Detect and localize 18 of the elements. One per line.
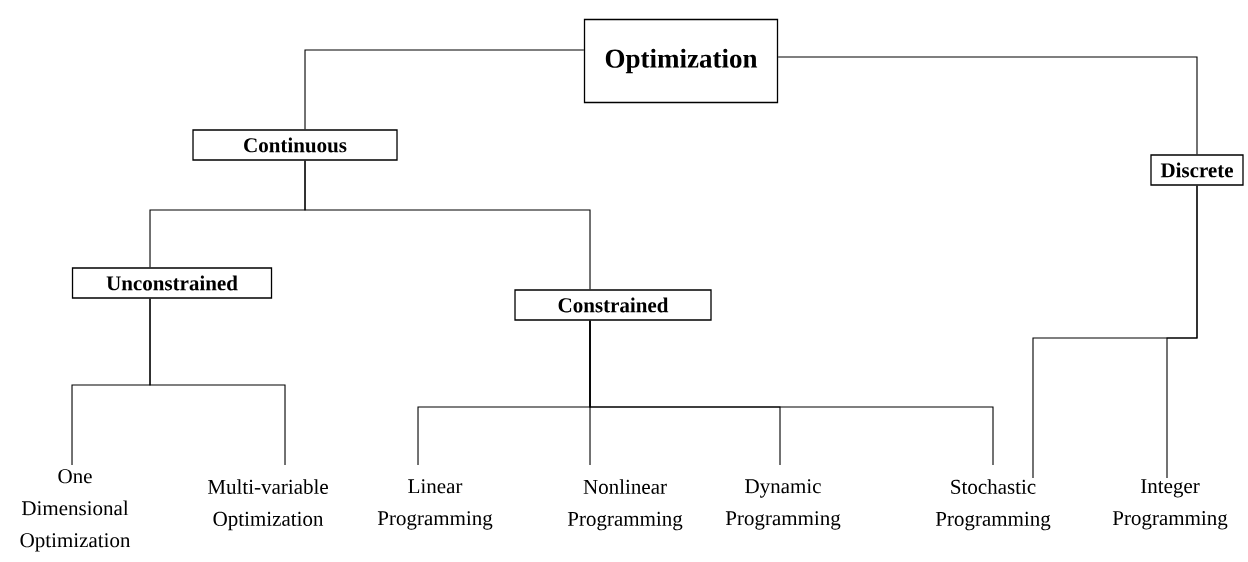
- method-label: Dynamic Programming: [725, 479, 841, 530]
- method-label: Stochastic Programming: [935, 479, 1051, 531]
- method-label: One Dimensional Optimization: [20, 469, 131, 552]
- connector-line: [149, 298, 286, 466]
- connector-line: [304, 49, 585, 130]
- method-label: Nonlinear Programming: [567, 479, 683, 531]
- category-box: Optimization: [583, 18, 779, 104]
- connector-line: [589, 320, 994, 466]
- connector-line: [777, 56, 1198, 155]
- method-label: Linear Programming: [377, 479, 493, 530]
- category-box: Unconstrained: [71, 267, 273, 299]
- method-label: Integer Programming: [1112, 479, 1228, 530]
- category-box: Discrete: [1150, 154, 1244, 186]
- connector-line: [1166, 185, 1198, 479]
- method-label: Multi-variable Optimization: [208, 479, 328, 531]
- category-box: Constrained: [514, 289, 712, 321]
- connector-line: [304, 160, 591, 290]
- category-box: Continuous: [192, 129, 398, 161]
